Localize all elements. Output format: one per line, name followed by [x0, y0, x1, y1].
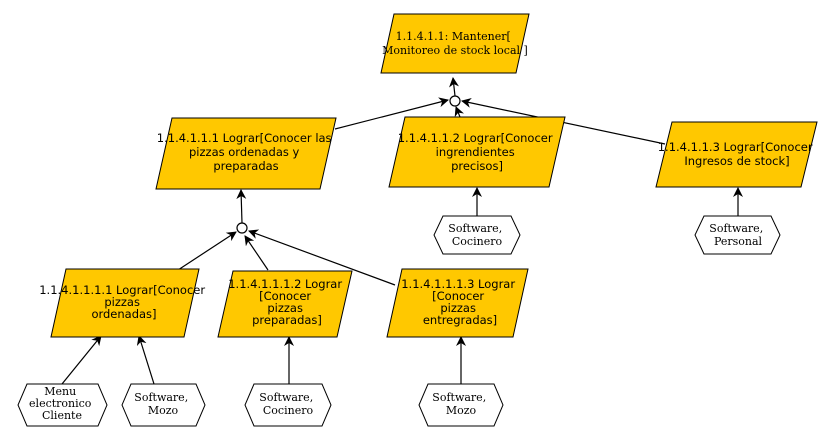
goal-g3[interactable]: 1.1.4.1.1.3 Lograr[Conocer Ingresos de s…	[655, 121, 818, 188]
goal-g3-label: 1.1.4.1.1.3 Lograr[Conocer Ingresos de s…	[658, 140, 817, 168]
agent-software-personal[interactable]: Software, Personal	[694, 215, 781, 255]
goal-root-shape	[380, 13, 530, 74]
agent-label: Menu electronico Cliente	[29, 385, 95, 422]
agent-label: Software, Mozo	[134, 391, 191, 417]
agent-software-mozo-1[interactable]: Software, Mozo	[121, 383, 206, 427]
goal-g11-label: 1.1.4.1.1.1.1 Lograr[Conocer pizzas orde…	[39, 283, 209, 321]
goal-g13[interactable]: 1.1.4.1.1.1.3 Lograr [Conocer pizzas ent…	[386, 268, 529, 338]
goal-g2-shape	[388, 116, 566, 188]
link-g13-to-and2	[248, 229, 396, 286]
goal-g2[interactable]: 1.1.4.1.1.2 Lograr[Conocer ingrendientes…	[388, 116, 566, 188]
goal-root-label: 1.1.4.1.1: Mantener[ Monitoreo de stock …	[382, 30, 528, 57]
agent-hexagon	[694, 215, 781, 255]
goal-g11-shape	[50, 268, 200, 338]
agent-label: Software, Mozo	[432, 391, 489, 417]
link-agent-mozo1	[136, 335, 155, 385]
agent-hexagon	[244, 383, 332, 427]
agent-label: Software, Personal	[709, 222, 766, 248]
goal-g1-label: 1.1.4.1.1.1 Lograr[Conocer las pizzas or…	[157, 131, 335, 173]
agent-hexagon	[433, 215, 521, 255]
agent-hexagon	[418, 383, 504, 427]
goal-g2-label: 1.1.4.1.1.2 Lograr[Conocer ingrendientes…	[398, 131, 557, 173]
goal-g3-shape	[655, 121, 818, 188]
link-g12-to-and2	[244, 235, 269, 271]
agent-software-mozo-2[interactable]: Software, Mozo	[418, 383, 504, 427]
goal-g11[interactable]: 1.1.4.1.1.1.1 Lograr[Conocer pizzas orde…	[39, 268, 209, 338]
agent-hexagon	[121, 383, 206, 427]
goal-root[interactable]: 1.1.4.1.1: Mantener[ Monitoreo de stock …	[380, 13, 530, 74]
goal-g13-shape	[386, 268, 529, 338]
link-g1-to-and1	[334, 97, 449, 130]
agent-label: Software, Cocinero	[448, 222, 505, 248]
and-node-1	[449, 95, 461, 107]
agent-label: Software, Cocinero	[259, 391, 316, 417]
link-and1-to-root	[449, 77, 459, 97]
goal-g12[interactable]: 1.1.4.1.1.1.2 Lograr [Conocer pizzas pre…	[217, 270, 353, 338]
agent-hexagon	[17, 383, 108, 427]
link-g11-to-and2	[177, 231, 237, 271]
goal-g1-shape	[155, 117, 337, 190]
goal-g1[interactable]: 1.1.4.1.1.1 Lograr[Conocer las pizzas or…	[155, 117, 337, 190]
goal-g13-label: 1.1.4.1.1.1.3 Lograr [Conocer pizzas ent…	[401, 277, 519, 327]
and-node-2	[236, 222, 248, 234]
link-and2-to-g1	[236, 189, 247, 224]
link-g2-to-and1	[454, 106, 464, 118]
agent-menu-electronico-cliente[interactable]: Menu electronico Cliente	[17, 383, 108, 427]
agent-software-cocinero-1[interactable]: Software, Cocinero	[433, 215, 521, 255]
link-agent-menu	[61, 335, 102, 385]
goal-g12-shape	[217, 270, 353, 338]
goal-g12-label: 1.1.4.1.1.1.2 Lograr [Conocer pizzas pre…	[228, 277, 346, 327]
agent-software-cocinero-2[interactable]: Software, Cocinero	[244, 383, 332, 427]
